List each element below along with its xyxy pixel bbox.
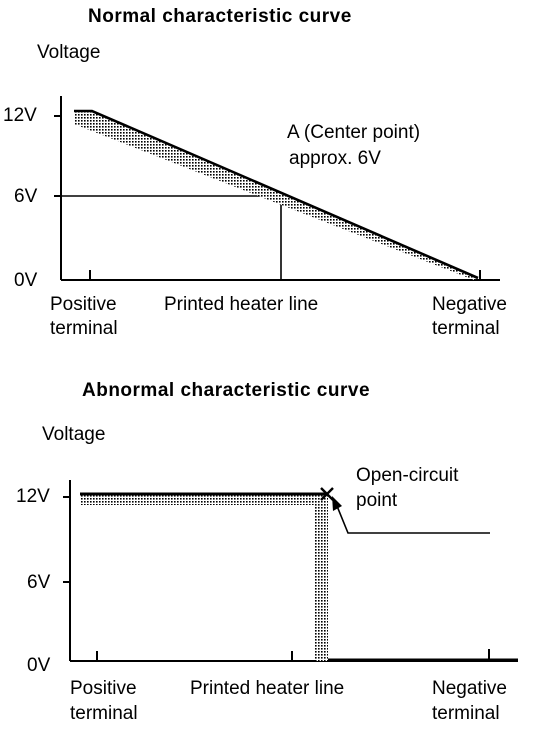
top-annotation-approx: approx. 6V — [289, 148, 381, 169]
bottom-y-tick-12v: 12V — [16, 486, 50, 507]
bottom-y-axis-label: Voltage — [42, 424, 106, 445]
bottom-y-tick-0v: 0V — [27, 655, 51, 676]
top-x-label-positive-1: Positive — [50, 294, 117, 315]
bottom-annotation-leader-line — [336, 505, 490, 534]
top-y-tick-12v: 12V — [3, 105, 37, 126]
bottom-voltage-curve-drop — [315, 497, 328, 661]
bottom-x-label-negative-1: Negative — [432, 678, 507, 699]
top-x-label-negative-1: Negative — [432, 294, 507, 315]
bottom-open-circuit-marker — [320, 487, 334, 501]
bottom-x-label-positive-1: Positive — [70, 678, 137, 699]
top-x-label-middle: Printed heater line — [164, 294, 319, 315]
bottom-chart-title: Abnormal characteristic curve — [82, 380, 371, 401]
top-y-tick-0v: 0V — [14, 270, 38, 291]
top-chart-title: Normal characteristic curve — [88, 6, 352, 27]
bottom-x-label-negative-2: terminal — [432, 703, 500, 724]
bottom-voltage-curve-flat — [80, 493, 328, 505]
top-x-label-positive-2: terminal — [50, 318, 118, 339]
top-annotation-center-point: A (Center point) — [287, 122, 421, 143]
top-y-axis-label: Voltage — [37, 42, 101, 63]
bottom-x-label-positive-2: terminal — [70, 703, 138, 724]
bottom-annotation-open-circuit: Open-circuit — [356, 465, 459, 486]
bottom-y-tick-6v: 6V — [27, 572, 51, 593]
bottom-annotation-arrowhead — [332, 496, 342, 511]
bottom-x-label-middle: Printed heater line — [190, 678, 345, 699]
top-voltage-curve — [74, 111, 478, 280]
bottom-annotation-point: point — [356, 490, 398, 511]
top-y-tick-6v: 6V — [14, 186, 38, 207]
top-x-label-negative-2: terminal — [432, 318, 500, 339]
top-voltage-curve-edge — [74, 109, 479, 280]
